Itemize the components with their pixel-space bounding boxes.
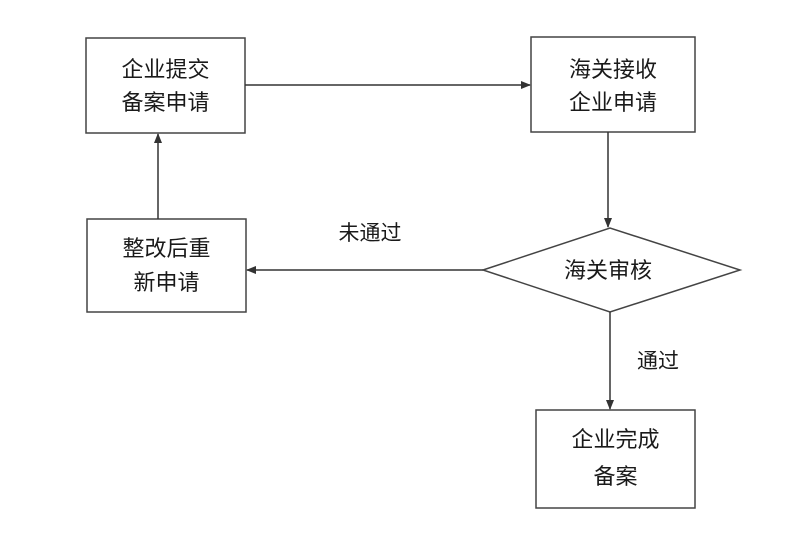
node-submit-line2: 备案申请 bbox=[121, 91, 209, 116]
node-submit-box bbox=[85, 37, 246, 134]
node-receive-box bbox=[530, 36, 696, 133]
node-complete-line1: 企业完成 bbox=[571, 428, 659, 453]
node-complete-box bbox=[535, 409, 696, 509]
node-resubmit-box bbox=[86, 218, 247, 313]
node-customs-receive: 海关接收 企业申请 bbox=[530, 36, 696, 133]
node-complete-line2: 备案 bbox=[593, 465, 637, 490]
node-review-label: 海关审核 bbox=[564, 259, 652, 284]
node-resubmit-line1: 整改后重 bbox=[122, 237, 210, 262]
node-submit-line1: 企业提交 bbox=[121, 58, 209, 83]
node-resubmit: 整改后重 新申请 bbox=[86, 218, 247, 313]
node-complete: 企业完成 备案 bbox=[535, 409, 696, 509]
node-resubmit-line2: 新申请 bbox=[133, 271, 199, 296]
node-receive-line2: 企业申请 bbox=[569, 91, 657, 116]
edge-label-fail: 未通过 bbox=[339, 221, 402, 245]
node-submit-application: 企业提交 备案申请 bbox=[85, 37, 246, 134]
node-receive-line1: 海关接收 bbox=[569, 58, 657, 83]
edge-label-pass: 通过 bbox=[637, 349, 679, 373]
decision-diamond bbox=[480, 227, 743, 313]
node-customs-review: 海关审核 bbox=[480, 227, 743, 313]
